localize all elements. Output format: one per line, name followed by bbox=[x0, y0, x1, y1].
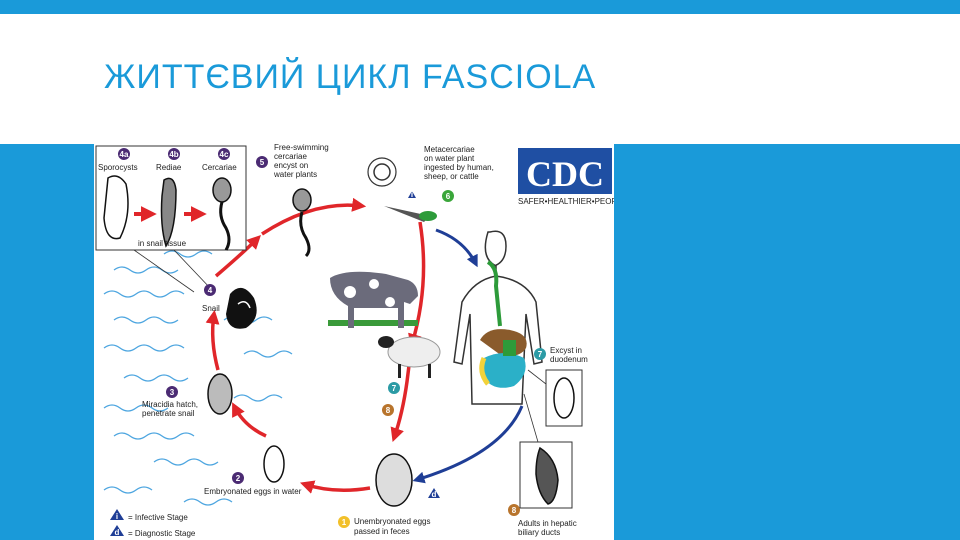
snail-label: Snail bbox=[202, 304, 220, 313]
step-4-number: 4 bbox=[208, 286, 213, 295]
sporocysts-label: Sporocysts bbox=[98, 163, 138, 172]
free-cercaria-body bbox=[293, 189, 311, 211]
stage-4c-badge: 4c bbox=[218, 148, 230, 160]
legend-infective-label: = Infective Stage bbox=[128, 513, 188, 522]
legend-infective-letter: i bbox=[116, 512, 118, 521]
step-5-line-2: cercariae bbox=[274, 152, 307, 161]
step-6-line-3: ingested by human, bbox=[424, 163, 494, 172]
water-plant-leaf bbox=[419, 211, 437, 221]
stage-4a-number: 4a bbox=[120, 150, 129, 159]
embryonated-egg bbox=[264, 446, 284, 482]
step-5: 5 Free-swimming cercariae encyst on wate… bbox=[256, 144, 329, 256]
step-6-line-4: sheep, or cattle bbox=[424, 172, 479, 181]
step-3-line-2: penetrate snail bbox=[142, 409, 195, 418]
step-1: d 1 Unembryonated eggs passed in feces bbox=[338, 454, 440, 536]
miracidium bbox=[208, 374, 232, 414]
cdc-tagline: SAFER•HEALTHIER•PEOPLE™ bbox=[518, 197, 614, 206]
infective-marker-6-letter: i bbox=[411, 190, 413, 199]
human-body bbox=[454, 231, 542, 404]
step-8-line-1: Adults in hepatic bbox=[518, 519, 577, 528]
legend-diagnostic-letter: d bbox=[115, 528, 120, 537]
step-3-line-1: Miracidia hatch, bbox=[142, 400, 198, 409]
step-3-number: 3 bbox=[170, 388, 175, 397]
cdc-logo-text: CDC bbox=[526, 154, 604, 194]
step-5-line-1: Free-swimming bbox=[274, 144, 329, 152]
stage-4b-number: 4b bbox=[169, 150, 178, 159]
host-badge-7-number: 7 bbox=[392, 384, 397, 393]
step-2-line-1: Embryonated eggs in water bbox=[204, 487, 302, 496]
snail-shell bbox=[226, 288, 257, 329]
unembryonated-egg bbox=[376, 454, 412, 506]
step-8-number: 8 bbox=[512, 506, 517, 515]
stage-4c-number: 4c bbox=[220, 150, 229, 159]
step-4: 4 Snail bbox=[202, 284, 257, 329]
stomach bbox=[503, 340, 516, 356]
legend-diagnostic-label: = Diagnostic Stage bbox=[128, 529, 196, 538]
host-badge-7: 7 bbox=[388, 382, 400, 394]
step-6: Metacercariae on water plant ingested by… bbox=[368, 145, 494, 222]
free-cercaria-tail bbox=[301, 212, 309, 256]
life-cycle-diagram: 4a Sporocysts 4b Rediae 4c Cercariae in … bbox=[94, 144, 614, 540]
step-2-number: 2 bbox=[236, 474, 241, 483]
step-5-line-3: encyst on bbox=[274, 161, 308, 170]
step-7: 7 Excyst in duodenum bbox=[528, 346, 588, 426]
slide-title: ЖИТТЄВИЙ ЦИКЛ FASCIOLA bbox=[104, 58, 596, 97]
metacercaria-cyst bbox=[368, 158, 396, 186]
step-2: 2 Embryonated eggs in water bbox=[204, 446, 302, 496]
step-7-line-1: Excyst in bbox=[550, 346, 582, 355]
stage-4b-badge: 4b bbox=[168, 148, 180, 160]
host-badge-8-number: 8 bbox=[386, 406, 391, 415]
top-accent-strip bbox=[0, 0, 960, 14]
step-7-number: 7 bbox=[538, 350, 543, 359]
step-1-number: 1 bbox=[342, 518, 347, 527]
life-cycle-figure: 4a Sporocysts 4b Rediae 4c Cercariae in … bbox=[94, 144, 614, 540]
stage-4a-badge: 4a bbox=[118, 148, 130, 160]
step-5-line-4: water plants bbox=[273, 170, 317, 179]
inset-caption: in snail tissue bbox=[138, 239, 187, 248]
step-3: 3 Miracidia hatch, penetrate snail bbox=[142, 374, 232, 418]
step-8-line-2: biliary ducts bbox=[518, 528, 560, 537]
diagnostic-marker-letter: d bbox=[432, 490, 437, 499]
cdc-logo: CDC SAFER•HEALTHIER•PEOPLE™ bbox=[518, 148, 614, 206]
cercariae-label: Cercariae bbox=[202, 163, 237, 172]
step-1-line-2: passed in feces bbox=[354, 527, 410, 536]
step-6-line-2: on water plant bbox=[424, 154, 475, 163]
step-7-line-2: duodenum bbox=[550, 355, 588, 364]
step-6-line-1: Metacercariae bbox=[424, 145, 475, 154]
cow-illustration bbox=[328, 272, 418, 328]
legend: i = Infective Stage d = Diagnostic Stage bbox=[110, 509, 196, 538]
step-1-line-1: Unembryonated eggs bbox=[354, 517, 431, 526]
step-6-number: 6 bbox=[446, 192, 451, 201]
host-badge-8: 8 bbox=[382, 404, 394, 416]
step-5-number: 5 bbox=[260, 158, 265, 167]
sporocyst-illustration bbox=[104, 176, 128, 239]
rediae-label: Rediae bbox=[156, 163, 182, 172]
